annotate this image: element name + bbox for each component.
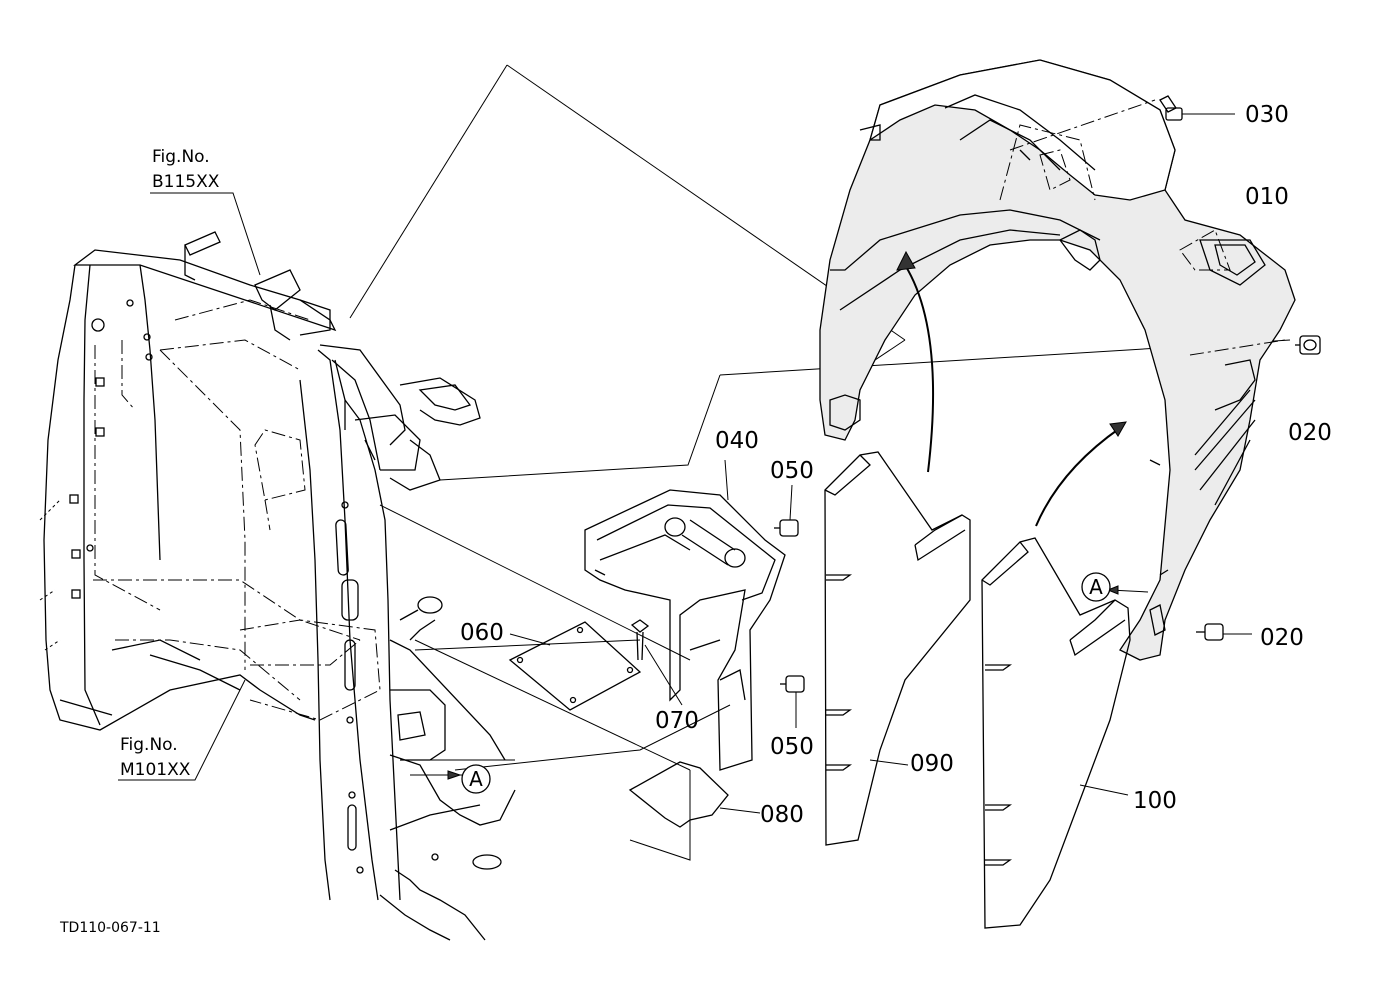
screw-020-upper [1295, 335, 1321, 355]
callout-a-left-letter: A [469, 767, 483, 791]
part-label-090: 090 [910, 751, 954, 777]
fig-ref-leaders [118, 192, 261, 781]
part-label-020-lower: 020 [1260, 625, 1304, 651]
screw-020-lower [1196, 623, 1252, 641]
callout-a-left-arrow [410, 770, 462, 780]
part-060-plate [508, 621, 642, 711]
callout-a-right-arrow [1106, 585, 1149, 595]
callout-a-right-letter: A [1089, 575, 1103, 599]
part-label-040: 040 [715, 428, 759, 454]
screw-030 [1159, 95, 1235, 121]
guide-lines [349, 64, 1291, 861]
part-100-panel [981, 421, 1131, 929]
part-label-050-lower: 050 [770, 734, 814, 760]
part-label-100: 100 [1133, 788, 1177, 814]
part-label-050-upper: 050 [770, 458, 814, 484]
part-040-bracket [584, 459, 786, 771]
figure-ref-b115xx-line2: B115XX [152, 172, 220, 192]
figure-ref-m101xx-line2: M101XX [120, 760, 191, 780]
figure-ref-b115xx-line1: Fig.No. [152, 147, 210, 167]
part-010-cover [819, 59, 1296, 661]
part-label-080: 080 [760, 802, 804, 828]
part-label-060: 060 [460, 620, 504, 646]
part-label-010: 010 [1245, 184, 1289, 210]
callout-a-left: A [461, 764, 491, 794]
part-090-panel [824, 451, 971, 846]
part-070-bolt [630, 619, 683, 706]
drawing-number: TD110-067-11 [59, 920, 161, 936]
part-label-030: 030 [1245, 102, 1289, 128]
figure-ref-m101xx: Fig.No. M101XX [120, 735, 191, 780]
screw-050-lower [780, 675, 805, 728]
part-080-pad [628, 761, 761, 828]
callout-a-right: A [1081, 572, 1111, 602]
figure-ref-m101xx-line1: Fig.No. [120, 735, 178, 755]
screw-050-upper [774, 484, 799, 537]
figure-ref-b115xx: Fig.No. B115XX [152, 147, 220, 192]
part-label-070: 070 [655, 708, 699, 734]
machine-frame [39, 231, 516, 941]
part-label-020-upper: 020 [1288, 420, 1332, 446]
